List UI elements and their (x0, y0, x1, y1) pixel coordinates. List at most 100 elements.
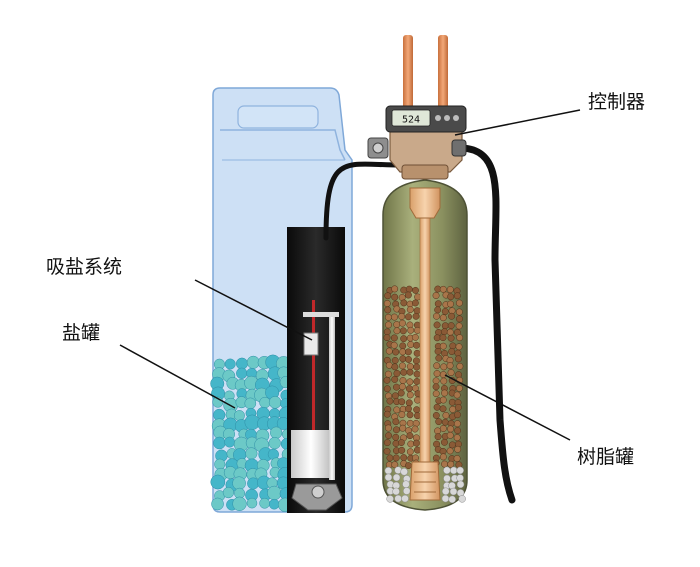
resin-bead (434, 347, 442, 355)
label-brine-system: 吸盐系统 (46, 256, 123, 278)
gravel-stone (441, 487, 450, 496)
salt-pellet (222, 486, 235, 499)
resin-bead (435, 418, 443, 426)
controller-button-2 (444, 115, 450, 121)
resin-bead (392, 418, 400, 426)
resin-bead (391, 285, 399, 293)
gravel-stone (386, 495, 394, 503)
resin-bead (455, 322, 463, 330)
resin-bead (434, 427, 442, 435)
leader-salt-tank (119, 344, 236, 409)
gravel-stone (400, 468, 408, 476)
resin-bead (406, 432, 414, 440)
resin-bead (384, 292, 392, 300)
resin-bead (413, 307, 421, 315)
resin-bead (446, 447, 454, 455)
drain-port (451, 139, 467, 157)
resin-bead (456, 362, 464, 370)
gravel-stone (456, 474, 464, 482)
gravel-stone (449, 466, 458, 475)
resin-bead (447, 322, 455, 330)
lower-distributor (409, 461, 441, 501)
resin-bead (399, 342, 407, 350)
resin-bead (432, 390, 440, 398)
resin-bead (454, 404, 462, 411)
resin-bead (456, 334, 464, 342)
resin-bead (390, 313, 398, 321)
resin-bead (453, 411, 461, 419)
resin-tank (382, 179, 468, 511)
resin-bead (432, 377, 440, 385)
resin-bead (446, 431, 454, 439)
resin-bead (385, 432, 392, 440)
salt-pellet (224, 436, 236, 448)
resin-bead (386, 397, 394, 405)
resin-bead (399, 424, 407, 432)
resin-bead (412, 357, 420, 365)
resin-bead (455, 343, 463, 351)
resin-bead (412, 439, 420, 447)
resin-bead (393, 383, 400, 391)
resin-bead (439, 342, 447, 350)
brine-float-tube (291, 430, 331, 478)
salt-pellet (232, 476, 246, 491)
resin-bead (398, 383, 406, 391)
resin-bead (447, 300, 454, 308)
resin-bead (407, 326, 415, 334)
resin-bead (435, 354, 443, 362)
resin-bead (434, 306, 442, 314)
resin-bead (413, 378, 421, 385)
drain-hose (458, 144, 516, 504)
salt-pellet (244, 397, 257, 410)
gravel-stone (402, 480, 410, 488)
gravel-stone (443, 474, 451, 483)
resin-bead (400, 454, 408, 462)
resin-bead (400, 335, 408, 343)
resin-bead (456, 315, 463, 323)
resin-bead (393, 321, 401, 329)
resin-bead (405, 399, 413, 407)
salt-pellet (267, 485, 282, 501)
resin-bead (398, 411, 406, 419)
resin-bead (392, 454, 400, 462)
resin-bead (439, 425, 447, 432)
resin-bead (385, 321, 392, 329)
salt-pellet (270, 426, 283, 439)
resin-bead (398, 398, 406, 406)
controller-button-3 (453, 115, 459, 121)
resin-bead (397, 389, 405, 397)
resin-bead (406, 363, 414, 370)
resin-bead (392, 433, 400, 441)
resin-bead (399, 355, 407, 363)
resin-bead (406, 448, 414, 456)
resin-bead (391, 357, 399, 364)
resin-bead (454, 355, 462, 363)
resin-bead (453, 391, 461, 399)
resin-bead (446, 362, 454, 370)
resin-bead (441, 418, 449, 426)
resin-bead (448, 398, 456, 406)
resin-bead (440, 328, 448, 336)
resin-bead (406, 419, 414, 427)
resin-bead (447, 334, 455, 342)
resin-bead (393, 369, 401, 377)
resin-bead (447, 425, 455, 433)
resin-bead (453, 455, 461, 462)
brine-well (287, 227, 345, 513)
resin-bead (433, 321, 441, 329)
resin-bead (441, 308, 449, 315)
leader-resin-tank (444, 374, 571, 441)
gravel-stone (441, 494, 450, 503)
resin-bead (398, 313, 406, 320)
resin-bead (455, 299, 463, 307)
salt-pellet (259, 497, 270, 509)
resin-bead (441, 438, 448, 446)
resin-bead (413, 363, 421, 371)
outlet-pipe (438, 35, 448, 110)
resin-bead (383, 385, 391, 393)
resin-bead (393, 426, 400, 434)
resin-bead (413, 349, 421, 357)
salt-pellet (236, 367, 248, 379)
resin-bead (398, 319, 406, 327)
resin-bead (399, 348, 407, 356)
